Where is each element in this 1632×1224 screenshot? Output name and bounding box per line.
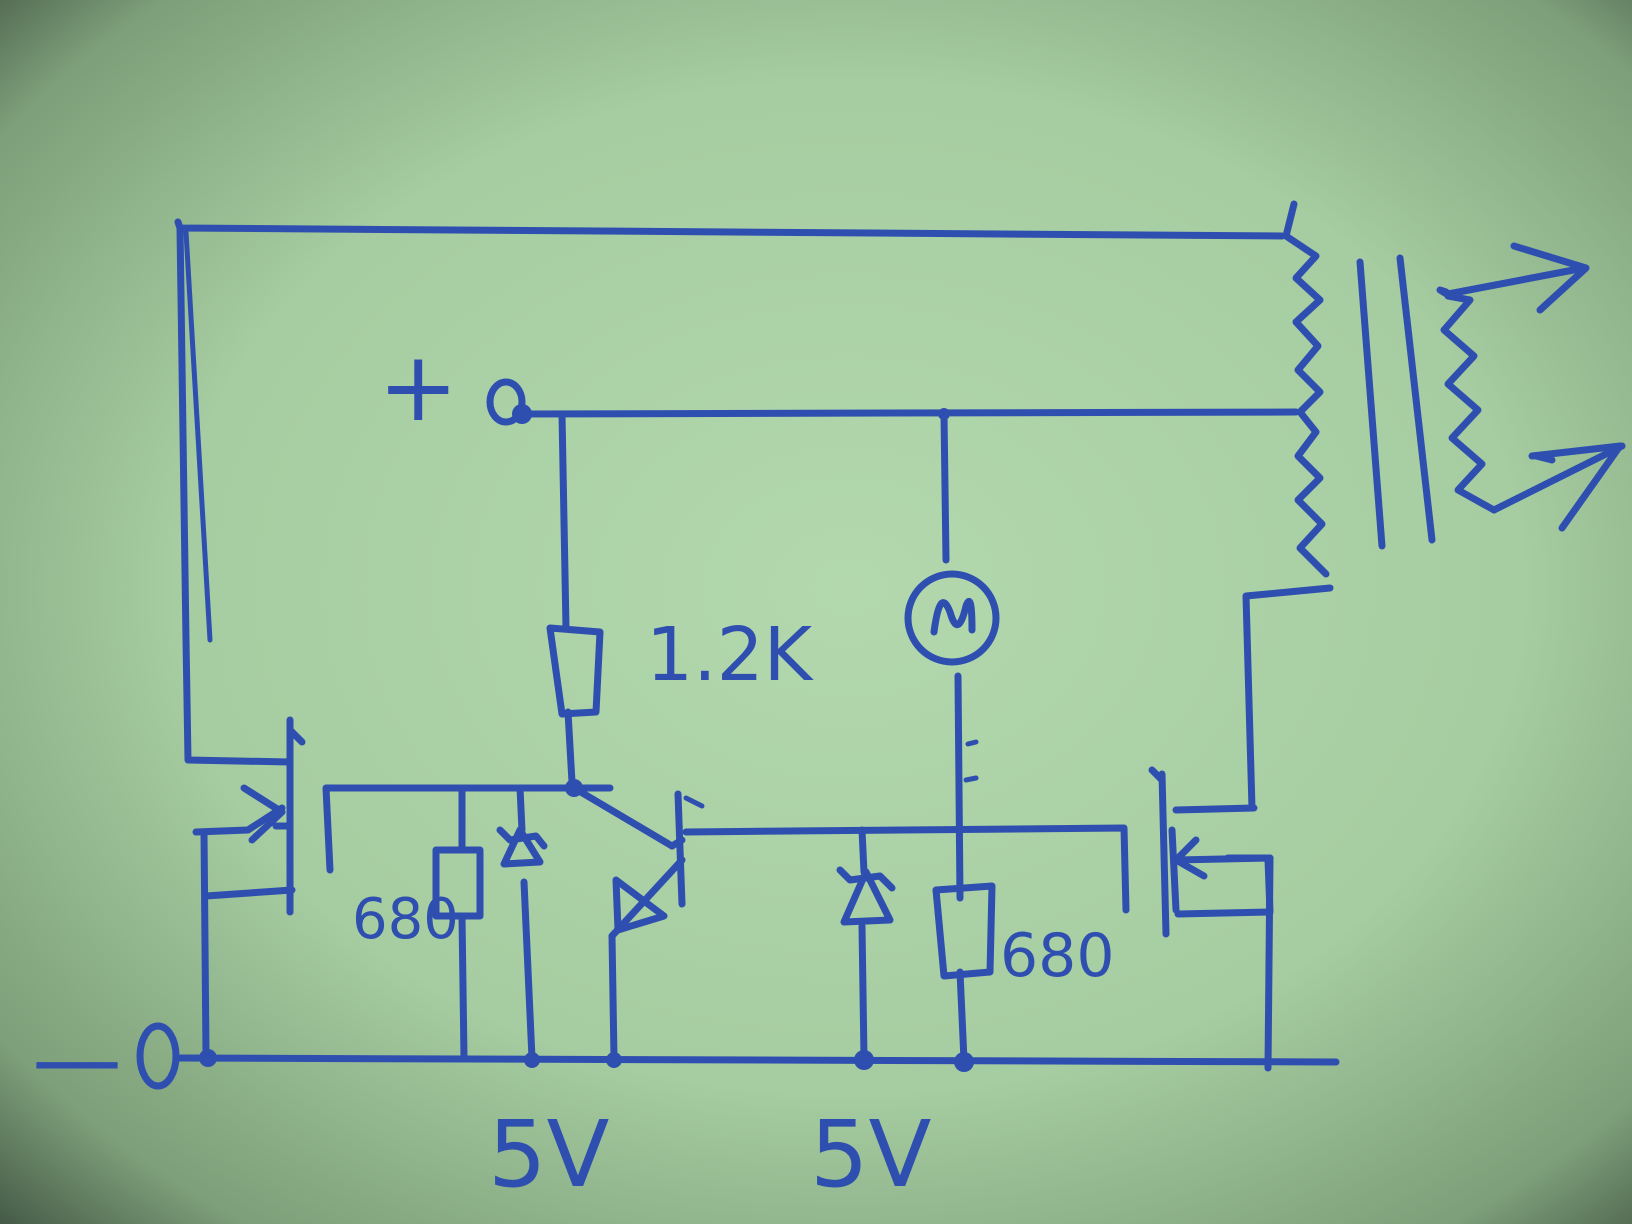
zener-left-label: 5V (488, 1101, 610, 1208)
negative-terminal: — (32, 1007, 180, 1112)
resistor-680-left-icon: 680 (352, 846, 484, 952)
resistor-left-label: 680 (352, 887, 459, 952)
resistor-1200-icon: 1.2K (546, 612, 815, 718)
resistor-top-label: 1.2K (646, 612, 815, 698)
junction-dots (199, 404, 974, 1072)
motor-icon (904, 570, 1000, 666)
plus-label: + (378, 331, 458, 443)
wires (174, 218, 1340, 1072)
npn-transistor-icon (608, 790, 705, 940)
resistor-680-right-icon: 680 (932, 882, 1115, 991)
resistor-right-label: 680 (1000, 921, 1115, 991)
zener-right-label: 5V (810, 1101, 932, 1208)
zener-left-icon: 5V (488, 826, 610, 1208)
minus-label: — (32, 1007, 122, 1112)
mosfet-right-icon (1148, 766, 1274, 938)
positive-terminal: + (378, 331, 526, 443)
zener-right-icon: 5V (810, 866, 932, 1208)
mosfet-left-icon (192, 716, 306, 1060)
transformer-icon (1282, 200, 1626, 578)
